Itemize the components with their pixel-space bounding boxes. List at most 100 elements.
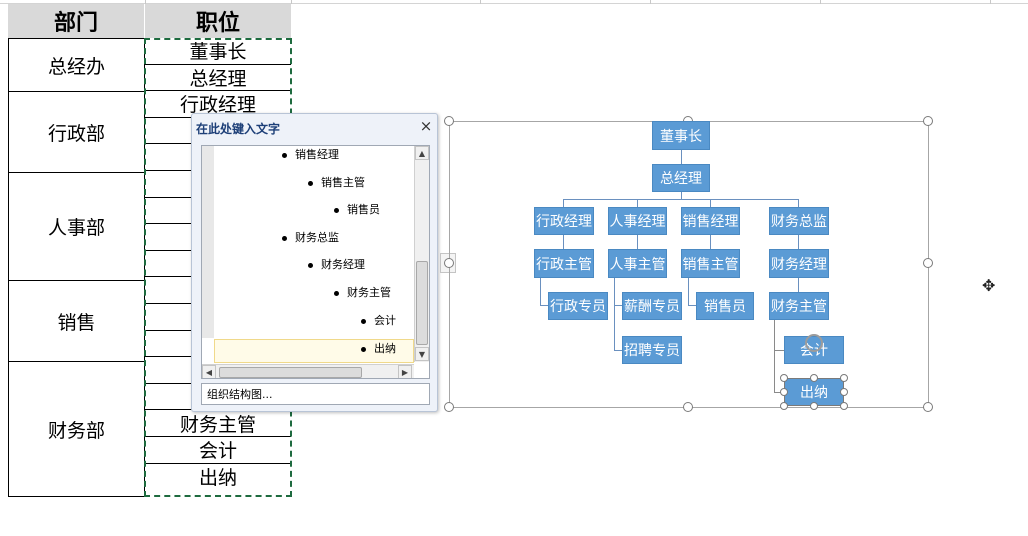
list-item-text: 财务主管 — [347, 286, 391, 299]
text-pane-title: 在此处键入文字 — [196, 122, 281, 136]
connector-line — [614, 278, 615, 350]
org-node-gm[interactable]: 总经理 — [652, 164, 710, 192]
connector-line — [774, 350, 784, 351]
connector-line — [681, 150, 682, 164]
bullet-icon — [308, 262, 313, 268]
list-item[interactable]: 出纳 — [361, 342, 396, 356]
dept-cell[interactable]: 人事部 — [8, 173, 145, 281]
connector-line — [710, 199, 711, 207]
list-item[interactable]: 销售员 — [334, 203, 380, 217]
org-node-payroll-specialist[interactable]: 薪酬专员 — [622, 292, 682, 320]
org-node-hr-supervisor[interactable]: 人事主管 — [608, 249, 667, 278]
list-item[interactable]: 销售主管 — [308, 176, 365, 190]
text-pane-list[interactable]: 销售经理 销售主管 销售员 财务总监 财务经理 财务主管 会计 出纳 ▲ ▼ ◀… — [201, 145, 430, 379]
org-node-sales-manager[interactable]: 销售经理 — [681, 207, 740, 235]
connector-line — [774, 320, 775, 392]
org-chart-link[interactable]: 组织结构图... — [201, 383, 430, 405]
column-divider — [820, 0, 821, 4]
bullet-icon — [361, 346, 366, 352]
resize-handle[interactable] — [444, 116, 454, 126]
org-node-recruiter[interactable]: 招聘专员 — [622, 336, 682, 364]
resize-handle[interactable] — [923, 258, 933, 268]
node-resize-handle[interactable] — [780, 402, 788, 410]
header-dept[interactable]: 部门 — [8, 4, 145, 38]
list-item[interactable]: 销售经理 — [282, 148, 339, 162]
vertical-scrollbar[interactable]: ▲ ▼ — [414, 146, 429, 362]
list-item-text: 财务总监 — [295, 231, 339, 244]
connector-line — [688, 305, 696, 306]
connector-line — [637, 235, 638, 249]
connector-line — [688, 278, 689, 305]
org-node-admin-supervisor[interactable]: 行政主管 — [534, 249, 594, 278]
connector-line — [798, 199, 799, 207]
org-node-sales-staff[interactable]: 销售员 — [696, 292, 754, 320]
node-resize-handle[interactable] — [840, 388, 848, 396]
bullet-icon — [334, 290, 339, 296]
bullet-icon — [361, 318, 366, 324]
scroll-thumb[interactable] — [219, 367, 362, 378]
resize-handle[interactable] — [444, 402, 454, 412]
connector-line — [681, 192, 682, 199]
position-cell[interactable]: 会计 — [145, 437, 291, 464]
org-node-hr-manager[interactable]: 人事经理 — [608, 207, 667, 235]
close-icon[interactable]: × — [419, 117, 433, 135]
scroll-left-icon[interactable]: ◀ — [202, 365, 216, 378]
active-row[interactable] — [214, 339, 414, 363]
position-cell[interactable]: 出纳 — [145, 463, 291, 491]
scroll-down-icon[interactable]: ▼ — [415, 347, 429, 361]
list-item-text: 销售主管 — [321, 176, 365, 189]
node-resize-handle[interactable] — [780, 374, 788, 382]
bullet-icon — [308, 180, 313, 186]
position-cell[interactable]: 财务主管 — [145, 410, 291, 437]
list-gutter — [202, 146, 214, 338]
org-node-finance-supervisor[interactable]: 财务主管 — [769, 292, 829, 320]
org-node-sales-supervisor[interactable]: 销售主管 — [681, 249, 740, 278]
connector-line — [563, 199, 564, 207]
list-item[interactable]: 财务总监 — [282, 231, 339, 245]
scroll-right-icon[interactable]: ▶ — [398, 365, 412, 378]
list-item[interactable]: 财务经理 — [308, 258, 365, 272]
column-divider — [480, 0, 481, 4]
resize-handle[interactable] — [683, 402, 693, 412]
dept-cell[interactable]: 财务部 — [8, 362, 145, 497]
column-header-strip — [0, 0, 1028, 4]
horizontal-scrollbar[interactable]: ◀ ▶ — [202, 364, 414, 378]
list-item-text: 销售经理 — [295, 148, 339, 161]
connector-line — [637, 199, 638, 207]
node-resize-handle[interactable] — [840, 402, 848, 410]
list-item[interactable]: 财务主管 — [334, 286, 391, 300]
node-resize-handle[interactable] — [810, 374, 818, 382]
org-node-admin-manager[interactable]: 行政经理 — [534, 207, 594, 235]
bullet-icon — [282, 235, 287, 241]
position-cell[interactable]: 董事长 — [145, 38, 291, 65]
column-divider — [145, 0, 146, 4]
org-node-admin-staff[interactable]: 行政专员 — [548, 292, 608, 320]
dept-cell[interactable]: 总经办 — [8, 38, 145, 92]
scroll-thumb[interactable] — [416, 261, 428, 345]
resize-handle[interactable] — [444, 258, 454, 268]
list-item-text: 财务经理 — [321, 258, 365, 271]
scroll-up-icon[interactable]: ▲ — [415, 146, 429, 160]
list-item[interactable]: 会计 — [361, 314, 396, 328]
node-resize-handle[interactable] — [780, 388, 788, 396]
org-node-cfo[interactable]: 财务总监 — [769, 207, 829, 235]
dept-cell[interactable]: 销售 — [8, 281, 145, 362]
connector-line — [614, 305, 622, 306]
list-item-text: 销售员 — [347, 203, 380, 216]
dept-cell[interactable]: 行政部 — [8, 92, 145, 173]
connector-line — [563, 199, 799, 200]
header-position[interactable]: 职位 — [145, 4, 292, 38]
node-resize-handle[interactable] — [810, 402, 818, 410]
position-cell[interactable]: 总经理 — [145, 64, 291, 92]
connector-line — [774, 392, 784, 393]
org-node-finance-manager[interactable]: 财务经理 — [769, 249, 829, 278]
connector-line — [798, 278, 799, 292]
smartart-text-pane[interactable]: 在此处键入文字 × 销售经理 销售主管 销售员 财务总监 财务经理 财务主管 会… — [191, 113, 438, 412]
node-resize-handle[interactable] — [840, 374, 848, 382]
resize-handle[interactable] — [923, 116, 933, 126]
resize-handle[interactable] — [923, 402, 933, 412]
org-node-chairman[interactable]: 董事长 — [652, 121, 710, 150]
connector-line — [563, 235, 564, 249]
column-divider — [650, 0, 651, 4]
rotate-handle-icon[interactable] — [805, 334, 823, 352]
